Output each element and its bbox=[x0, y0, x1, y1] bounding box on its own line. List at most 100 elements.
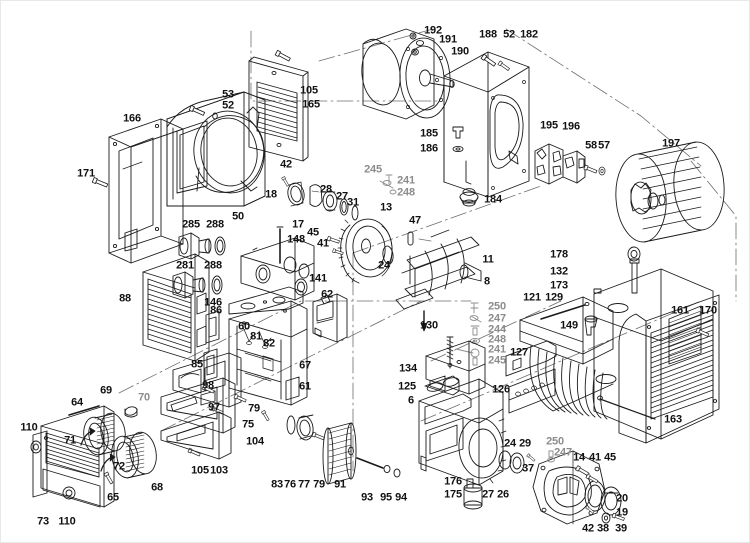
part-callout-95[interactable]: 95 bbox=[380, 491, 392, 504]
part-callout-57[interactable]: 57 bbox=[598, 139, 610, 152]
part-callout-288b[interactable]: 288 bbox=[204, 259, 222, 272]
part-callout-176[interactable]: 176 bbox=[444, 475, 462, 488]
part-callout-64[interactable]: 64 bbox=[71, 396, 83, 409]
part-callout-52a[interactable]: 52 bbox=[222, 99, 234, 112]
part-callout-73[interactable]: 73 bbox=[37, 515, 49, 528]
part-callout-53[interactable]: 53 bbox=[222, 88, 234, 101]
part-callout-14[interactable]: 14 bbox=[573, 451, 585, 464]
part-callout-195[interactable]: 195 bbox=[540, 119, 558, 132]
part-callout-50[interactable]: 50 bbox=[232, 210, 244, 223]
part-callout-26[interactable]: 26 bbox=[497, 488, 509, 501]
part-callout-185[interactable]: 185 bbox=[420, 127, 438, 140]
part-callout-72[interactable]: 72 bbox=[113, 460, 125, 473]
part-callout-11[interactable]: 11 bbox=[482, 253, 494, 266]
part-callout-79a[interactable]: 79 bbox=[248, 402, 260, 415]
part-callout-173[interactable]: 173 bbox=[550, 279, 568, 292]
part-callout-83[interactable]: 83 bbox=[271, 478, 283, 491]
part-callout-197[interactable]: 197 bbox=[662, 137, 680, 150]
part-callout-163[interactable]: 163 bbox=[664, 413, 682, 426]
part-callout-82[interactable]: 82 bbox=[263, 337, 275, 350]
part-callout-52t[interactable]: 52 bbox=[503, 28, 515, 41]
part-callout-85[interactable]: 85 bbox=[191, 358, 203, 371]
part-callout-76[interactable]: 76 bbox=[284, 478, 296, 491]
part-callout-184[interactable]: 184 bbox=[484, 193, 502, 206]
part-callout-196[interactable]: 196 bbox=[562, 120, 580, 133]
part-callout-110a[interactable]: 110 bbox=[20, 421, 38, 434]
part-callout-81[interactable]: 81 bbox=[250, 330, 262, 343]
part-callout-148[interactable]: 148 bbox=[287, 233, 305, 246]
part-callout-281[interactable]: 281 bbox=[176, 259, 194, 272]
part-callout-28[interactable]: 28 bbox=[320, 183, 332, 196]
part-callout-93[interactable]: 93 bbox=[361, 491, 373, 504]
part-callout-65[interactable]: 65 bbox=[107, 491, 119, 504]
part-callout-141[interactable]: 141 bbox=[309, 272, 327, 285]
part-callout-250a[interactable]: 250 bbox=[488, 300, 506, 313]
part-callout-8[interactable]: 8 bbox=[484, 275, 490, 288]
part-callout-165[interactable]: 165 bbox=[302, 98, 320, 111]
part-callout-45a[interactable]: 45 bbox=[307, 226, 319, 239]
part-callout-132[interactable]: 132 bbox=[550, 265, 568, 278]
part-callout-20[interactable]: 20 bbox=[616, 492, 628, 505]
part-callout-17[interactable]: 17 bbox=[292, 218, 304, 231]
part-callout-41b[interactable]: 41 bbox=[589, 451, 601, 464]
part-callout-175[interactable]: 175 bbox=[444, 488, 462, 501]
part-callout-42a[interactable]: 42 bbox=[280, 158, 292, 171]
part-callout-62[interactable]: 62 bbox=[321, 288, 333, 301]
part-callout-146[interactable]: 146 bbox=[204, 296, 222, 309]
part-callout-18[interactable]: 18 bbox=[265, 188, 277, 201]
part-callout-71[interactable]: 71 bbox=[64, 434, 76, 447]
part-callout-27a[interactable]: 27 bbox=[336, 190, 348, 203]
part-callout-130[interactable]: 130 bbox=[420, 319, 438, 332]
part-callout-250b[interactable]: 250 bbox=[546, 435, 564, 448]
part-callout-31[interactable]: 31 bbox=[347, 196, 359, 209]
part-callout-121[interactable]: 121 bbox=[523, 291, 541, 304]
part-callout-178[interactable]: 178 bbox=[550, 248, 568, 261]
part-callout-126[interactable]: 126 bbox=[492, 383, 510, 396]
part-callout-6[interactable]: 6 bbox=[408, 394, 414, 407]
part-callout-285[interactable]: 285 bbox=[182, 218, 200, 231]
part-callout-13[interactable]: 13 bbox=[380, 201, 392, 214]
part-callout-88[interactable]: 88 bbox=[119, 292, 131, 305]
part-callout-186[interactable]: 186 bbox=[420, 142, 438, 155]
part-callout-37[interactable]: 37 bbox=[522, 462, 534, 475]
part-callout-166[interactable]: 166 bbox=[123, 112, 141, 125]
part-callout-134[interactable]: 134 bbox=[399, 362, 417, 375]
part-callout-97[interactable]: 97 bbox=[208, 401, 220, 414]
part-callout-19[interactable]: 19 bbox=[616, 506, 628, 519]
part-callout-79b[interactable]: 79 bbox=[313, 478, 325, 491]
part-callout-241t[interactable]: 241 bbox=[397, 174, 415, 187]
part-callout-61[interactable]: 61 bbox=[299, 380, 311, 393]
part-callout-24b[interactable]: 24 bbox=[504, 437, 516, 450]
part-callout-47[interactable]: 47 bbox=[409, 214, 421, 227]
part-callout-247a[interactable]: 247 bbox=[488, 312, 506, 325]
part-callout-24a[interactable]: 24 bbox=[378, 259, 390, 272]
part-callout-77[interactable]: 77 bbox=[298, 478, 310, 491]
part-callout-190[interactable]: 190 bbox=[451, 45, 469, 58]
part-callout-245t[interactable]: 245 bbox=[364, 163, 382, 176]
part-callout-103[interactable]: 103 bbox=[210, 464, 228, 477]
part-callout-245b[interactable]: 245 bbox=[488, 354, 506, 367]
part-callout-170[interactable]: 170 bbox=[699, 304, 717, 317]
part-callout-68[interactable]: 68 bbox=[151, 481, 163, 494]
part-callout-94[interactable]: 94 bbox=[395, 491, 407, 504]
part-callout-58[interactable]: 58 bbox=[585, 139, 597, 152]
part-callout-45b[interactable]: 45 bbox=[604, 451, 616, 464]
part-callout-288a[interactable]: 288 bbox=[206, 218, 224, 231]
part-callout-127[interactable]: 127 bbox=[510, 346, 528, 359]
part-callout-39[interactable]: 39 bbox=[615, 522, 627, 535]
part-callout-27b[interactable]: 27 bbox=[482, 488, 494, 501]
part-callout-110b[interactable]: 110 bbox=[58, 515, 76, 528]
part-callout-98[interactable]: 98 bbox=[202, 379, 214, 392]
part-callout-248t[interactable]: 248 bbox=[397, 186, 415, 199]
part-callout-191[interactable]: 191 bbox=[439, 33, 457, 46]
part-callout-70[interactable]: 70 bbox=[138, 391, 150, 404]
part-callout-86[interactable]: 86 bbox=[210, 304, 222, 317]
part-callout-105[interactable]: 105 bbox=[300, 84, 318, 97]
part-callout-129[interactable]: 129 bbox=[545, 291, 563, 304]
part-callout-149[interactable]: 149 bbox=[560, 319, 578, 332]
part-callout-241b[interactable]: 241 bbox=[488, 343, 506, 356]
part-callout-29[interactable]: 29 bbox=[519, 437, 531, 450]
part-callout-248b[interactable]: 248 bbox=[488, 333, 506, 346]
part-callout-41a[interactable]: 41 bbox=[317, 237, 329, 250]
part-callout-42b[interactable]: 42 bbox=[582, 522, 594, 535]
